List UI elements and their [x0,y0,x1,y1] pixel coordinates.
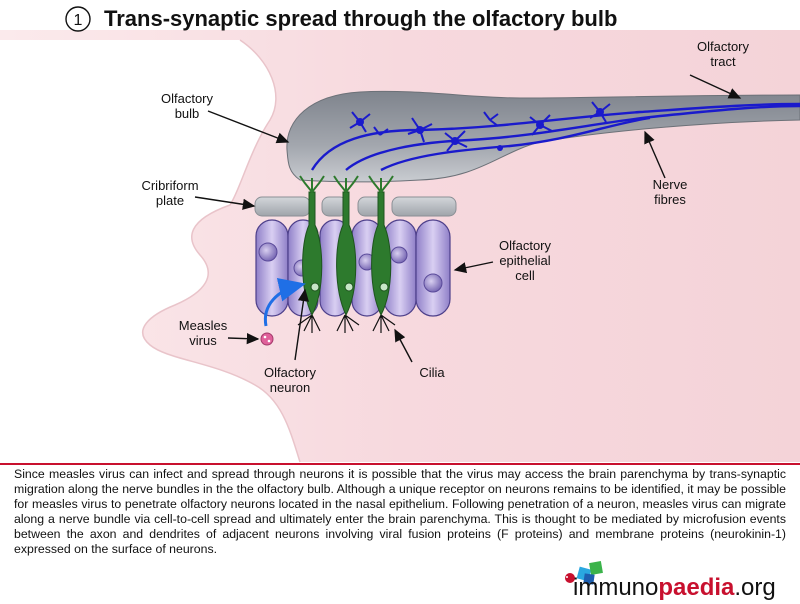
svg-text:Olfactory: Olfactory [161,91,214,106]
cribriform-plate [254,196,457,217]
svg-text:1: 1 [74,12,83,29]
label-measles-virus: Measles virus [179,318,228,348]
olfactory-neuron [368,175,394,317]
logo-text-immuno: immuno [573,574,659,601]
svg-text:neuron: neuron [270,380,310,395]
logo-text-paedia: paedia [658,574,735,601]
immunopaedia-logo: immunopaedia.org [573,574,776,604]
cilia [297,314,396,333]
nerve-synapse-clusters [356,108,604,151]
label-cribriform-plate: Cribriform plate [141,178,198,208]
label-olfactory-epithelial-cell: Olfactory epithelial cell [499,238,552,283]
svg-text:Measles: Measles [179,318,228,333]
svg-text:Nerve: Nerve [653,177,688,192]
virus-entry-arrow [263,277,306,327]
svg-text:plate: plate [156,193,184,208]
svg-text:epithelial: epithelial [499,253,550,268]
svg-text:Olfactory: Olfactory [264,365,317,380]
figure-title: Trans-synaptic spread through the olfact… [104,6,617,31]
olfactory-neuron [333,175,359,317]
label-pointers [194,74,742,363]
olfactory-neurons [299,175,394,317]
immunopaedia-logo-icon [565,561,603,585]
svg-text:tract: tract [710,54,736,69]
olfactory-neuron [299,175,325,317]
figure-number-badge: 1 [65,6,91,32]
label-nerve-fibres: Nerve fibres [653,177,688,207]
label-olfactory-neuron: Olfactory neuron [264,365,317,395]
label-cilia: Cilia [419,365,445,380]
logo-text-org: .org [734,574,776,601]
svg-text:Cribriform: Cribriform [141,178,198,193]
face-profile-outline [142,39,301,463]
svg-text:fibres: fibres [654,192,686,207]
measles-virus [260,332,274,346]
svg-text:bulb: bulb [175,106,200,121]
svg-text:Olfactory: Olfactory [499,238,552,253]
label-olfactory-tract: Olfactory tract [697,39,750,69]
nerve-fibres [310,101,800,172]
svg-text:Olfactory: Olfactory [697,39,750,54]
description-paragraph: Since measles virus can infect and sprea… [14,467,786,556]
svg-text:cell: cell [515,268,535,283]
label-olfactory-bulb: Olfactory bulb [161,91,214,121]
svg-text:virus: virus [189,333,217,348]
